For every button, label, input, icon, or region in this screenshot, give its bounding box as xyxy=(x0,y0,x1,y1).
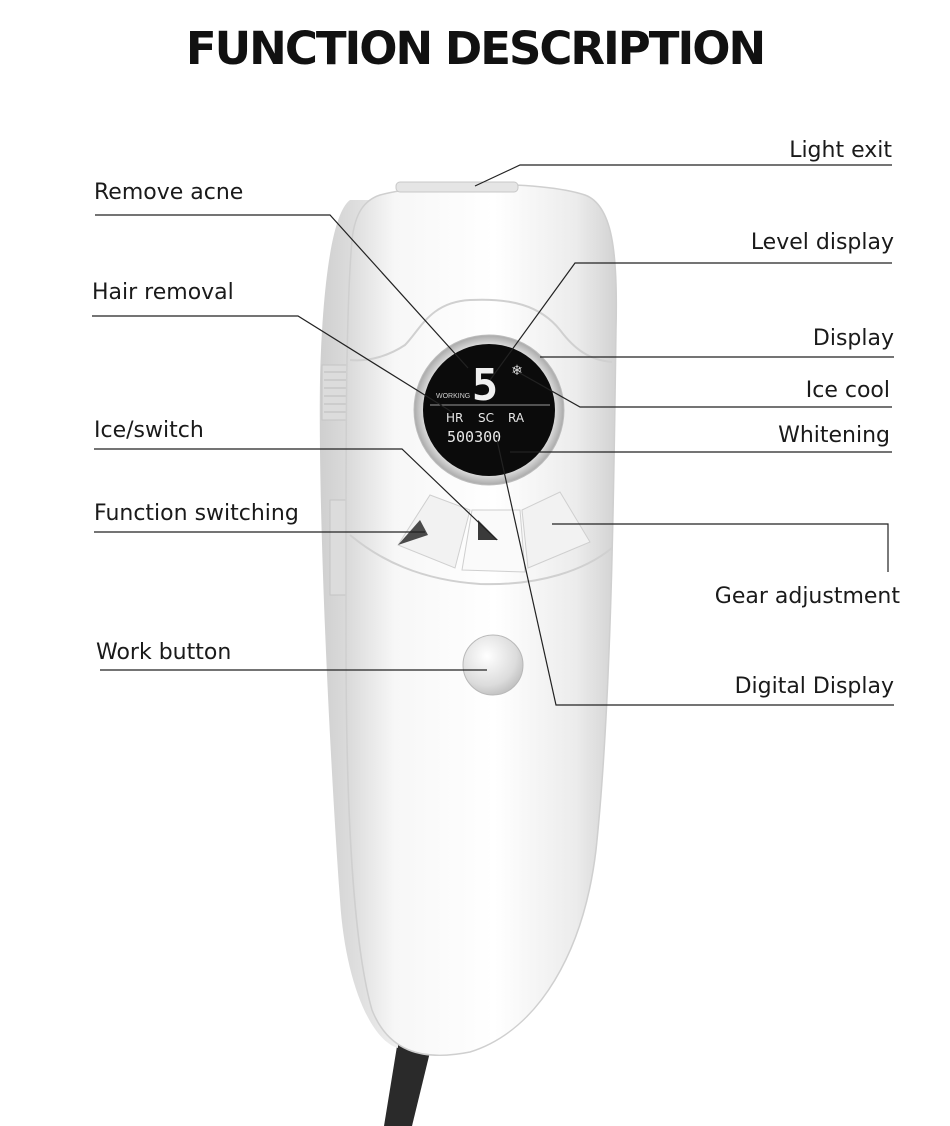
working-indicator: WORKING xyxy=(436,393,470,400)
label-level-display: Level display xyxy=(750,230,894,255)
leader-lines xyxy=(92,164,894,706)
leader-ice-cool xyxy=(517,371,892,408)
leader-ice-switch xyxy=(94,448,498,541)
label-work-button: Work button xyxy=(96,640,232,665)
function-switch-button[interactable] xyxy=(461,509,526,573)
leader-level-display xyxy=(489,262,892,381)
mode-ra: RA xyxy=(508,411,525,425)
vent-grille xyxy=(321,364,351,596)
label-hair-removal: Hair removal xyxy=(92,280,234,305)
leader-light-exit xyxy=(474,164,892,187)
function-switch-indicator xyxy=(478,520,498,540)
level-digit: 5 xyxy=(472,360,499,411)
label-digital-display: Digital Display xyxy=(734,674,894,699)
label-light-exit: Light exit xyxy=(789,138,892,163)
cable xyxy=(384,1040,430,1126)
leader-gear-adjustment xyxy=(552,523,889,572)
ice-switch-button[interactable] xyxy=(397,494,471,569)
label-display: Display xyxy=(812,326,894,351)
leader-digital-display xyxy=(496,439,894,706)
label-remove-acne: Remove acne xyxy=(94,180,244,205)
work-button[interactable] xyxy=(462,634,524,696)
label-ice-cool: Ice cool xyxy=(805,378,890,403)
label-gear-adjustment: Gear adjustment xyxy=(714,584,900,609)
snowflake-icon: ❄ xyxy=(511,363,523,379)
display-screen xyxy=(423,344,555,476)
leader-hair-removal xyxy=(92,315,453,413)
label-whitening: Whitening xyxy=(778,423,890,448)
label-ice-switch: Ice/switch xyxy=(94,418,204,443)
mode-hr: HR xyxy=(446,411,463,425)
gear-adjust-button[interactable] xyxy=(521,491,591,569)
counter-readout: 500300 xyxy=(447,428,501,446)
leader-remove-acne xyxy=(95,214,469,369)
function-buttons xyxy=(397,491,591,573)
mode-sc: SC xyxy=(478,411,494,425)
device-body xyxy=(345,183,618,1057)
page-title: FUNCTION DESCRIPTION xyxy=(185,22,766,75)
light-exit-window xyxy=(395,181,519,193)
label-function-switching: Function switching xyxy=(94,501,299,526)
panel-seam-upper xyxy=(349,298,613,363)
panel-seam-lower xyxy=(349,534,613,586)
